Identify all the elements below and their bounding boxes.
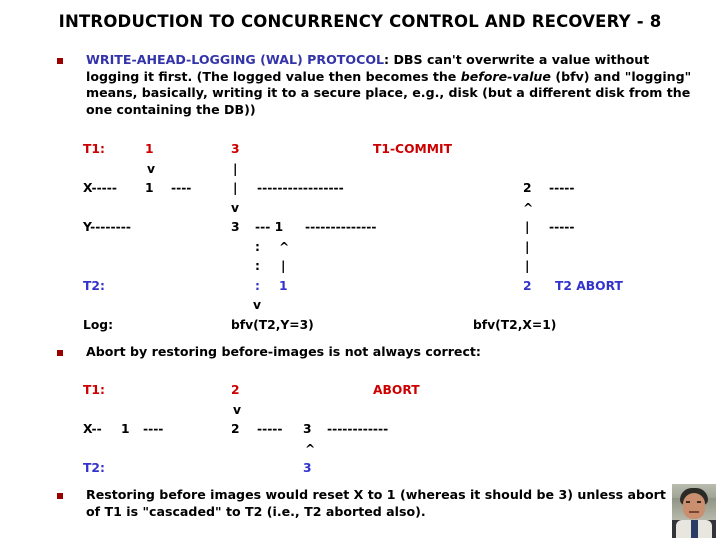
x-timeline-row: X-- 1 ---- 2 ----- 3 ------------	[83, 420, 703, 440]
x-timeline-row: X----- 1 ---- | ----------------- 2 -----	[83, 179, 703, 199]
diagram-token: T1-COMMIT	[373, 142, 452, 156]
photo-eye-right	[697, 501, 701, 503]
diagram-token: v	[231, 200, 240, 215]
arrow-row-3: v	[83, 296, 703, 316]
arrow-row-2: ^	[83, 440, 703, 460]
diagram-token: ^	[279, 239, 290, 254]
diagram-token: ^	[305, 441, 316, 456]
diagram-token: X--	[83, 422, 102, 436]
bullet-square-icon	[57, 350, 63, 356]
diagram-token: :	[255, 278, 260, 293]
wal-text-part1: : DBS can't overwrite a value without lo…	[86, 52, 650, 84]
diagram-token: 2	[231, 383, 240, 397]
arrow-row-1: v|	[83, 160, 703, 180]
diagram-token: --------------	[305, 220, 377, 234]
wal-italic-phrase: before-value	[460, 68, 551, 84]
link-row-2: : | |	[83, 257, 703, 277]
diagram-token: -----	[549, 181, 575, 195]
portrait-photo	[672, 484, 716, 538]
y-timeline-row: Y-------- 3 --- 1 -------------- | -----	[83, 218, 703, 238]
log-row: Log: bfv(T2,Y=3) bfv(T2,X=1)	[83, 316, 703, 336]
diagram-token: ABORT	[373, 383, 420, 397]
diagram-token: ----	[171, 181, 192, 195]
diagram-token: T2:	[83, 278, 105, 293]
diagram-token: 1	[145, 142, 154, 156]
diagram-token: -----------------	[257, 181, 344, 195]
diagram-token: 3	[231, 142, 240, 156]
diagram-token: Y--------	[83, 220, 131, 234]
diagram-token: ^	[523, 200, 534, 215]
diagram-token: 1	[279, 278, 288, 293]
photo-eye-left	[686, 501, 690, 503]
wal-text-part2: (bfv) and "logging" means, basically, wr…	[86, 68, 692, 117]
diagram-token: bfv(T2,X=1)	[473, 317, 557, 332]
diagram-token: -----	[549, 220, 575, 234]
diagram-token: |	[525, 220, 530, 234]
diagram-token: 2	[231, 422, 240, 436]
diagram-token: bfv(T2,Y=3)	[231, 317, 314, 332]
bullet-item-restoring-text: Restoring before images would reset X to…	[86, 487, 666, 519]
diagram-token: --- 1	[255, 220, 284, 234]
bullet-square-icon	[57, 493, 63, 499]
wal-keyword: WRITE-AHEAD-LOGGING (WAL) PROTOCOL	[86, 52, 385, 67]
diagram-token: v	[253, 298, 262, 312]
diagram-token: v	[147, 161, 156, 176]
t1-label-row: T1: 1 3 T1-COMMIT	[83, 140, 703, 160]
diagram-token: 3	[303, 461, 312, 475]
link-row-1: : ^ |	[83, 238, 703, 258]
diagram-token: :	[255, 259, 260, 273]
diagram-token: 2	[523, 278, 532, 293]
diagram-token: T2 ABORT	[555, 278, 623, 293]
t1-label-row: T1: 2 ABORT	[83, 381, 703, 401]
diagram-token: |	[233, 181, 238, 195]
diagram-token: ----	[143, 422, 164, 436]
diagram-token: Log:	[83, 317, 114, 332]
diagram-token: 1	[145, 181, 154, 195]
diagram-token: 1	[121, 422, 130, 436]
photo-tie	[691, 520, 698, 538]
diagram-token: -----	[257, 422, 283, 436]
diagram-token: 2	[523, 181, 532, 195]
diagram-token: |	[525, 239, 530, 254]
diagram-token: ------------	[327, 422, 389, 436]
diagram-token: T1:	[83, 383, 105, 397]
photo-mouth	[689, 511, 699, 513]
diagram-token: :	[255, 239, 260, 254]
diagram-token: 3	[303, 422, 312, 436]
t2-label-row: T2: 3	[83, 459, 703, 479]
diagram-token: |	[525, 259, 530, 273]
arrow-row-1: v	[83, 401, 703, 421]
bullet-square-icon	[57, 58, 63, 64]
diagram-token: |	[233, 161, 238, 176]
arrow-row-2: v^	[83, 199, 703, 219]
t2-label-row: T2:: 1 2 T2 ABORT	[83, 277, 703, 297]
diagram-token: v	[233, 402, 242, 417]
bullet-item-abort-text: Abort by restoring before-images is not …	[86, 344, 481, 359]
bullet-item-wal-text: WRITE-AHEAD-LOGGING (WAL) PROTOCOL: DBS …	[86, 52, 696, 118]
diagram-token: |	[281, 259, 286, 273]
diagram-token: T2:	[83, 461, 105, 475]
diagram-token: 3	[231, 220, 240, 234]
diagram-token: T1:	[83, 142, 105, 156]
page-title: INTRODUCTION TO CONCURRENCY CONTROL AND …	[58, 12, 662, 31]
photo-face	[683, 493, 705, 519]
diagram-token: X-----	[83, 181, 117, 195]
